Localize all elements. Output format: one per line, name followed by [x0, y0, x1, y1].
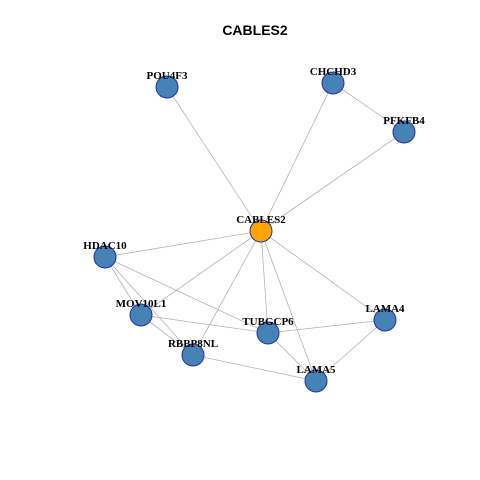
- node-circle-pou4f3[interactable]: [155, 75, 179, 99]
- edge-cables2-pou4f3: [166, 86, 262, 232]
- node-circle-chchd3[interactable]: [321, 71, 345, 95]
- node-lama5[interactable]: LAMA5: [296, 364, 336, 393]
- node-label-rbbp8nl: RBBP8NL: [168, 338, 218, 350]
- edge-rbbp8nl-lama5: [192, 354, 317, 382]
- node-label-pfkfb4: PFKFB4: [383, 115, 425, 127]
- edge-cables2-rbbp8nl: [192, 230, 262, 356]
- node-circle-mov10l1[interactable]: [129, 303, 153, 327]
- node-label-pou4f3: POU4F3: [147, 70, 188, 82]
- edge-mov10l1-tubgcp6: [140, 314, 269, 334]
- node-label-hdac10: HDAC10: [83, 240, 127, 252]
- node-cables2[interactable]: CABLES2: [236, 214, 286, 243]
- node-circle-tubgcp6[interactable]: [256, 321, 280, 345]
- node-mov10l1[interactable]: MOV10L1: [116, 298, 167, 327]
- edge-cables2-mov10l1: [140, 230, 262, 316]
- edge-cables2-pfkfb4: [260, 131, 405, 232]
- edge-cables2-chchd3: [260, 82, 334, 232]
- node-tubgcp6[interactable]: TUBGCP6: [242, 316, 294, 345]
- node-circle-pfkfb4[interactable]: [392, 120, 416, 144]
- edge-cables2-hdac10: [104, 230, 262, 258]
- node-pfkfb4[interactable]: PFKFB4: [383, 115, 425, 144]
- nodes-layer: CABLES2 POU4F3 CHCHD3PFKFB4HDAC10MOV10L1TU…: [83, 66, 425, 393]
- node-chchd3[interactable]: CHCHD3: [310, 66, 357, 95]
- edge-cables2-lama4: [260, 230, 386, 321]
- edge-hdac10-tubgcp6: [104, 256, 269, 334]
- node-label-lama4: LAMA4: [365, 303, 405, 315]
- edge-hdac10-rbbp8nl: [104, 256, 194, 356]
- node-label-lama5: LAMA5: [296, 364, 336, 376]
- node-circle-lama5[interactable]: [304, 369, 328, 393]
- node-label-tubgcp6: TUBGCP6: [242, 316, 294, 328]
- node-circle-cables2[interactable]: [249, 219, 273, 243]
- graph-title: CABLES2: [222, 22, 288, 38]
- node-pou4f3[interactable]: POU4F3: [147, 70, 188, 99]
- edge-cables2-lama5: [260, 230, 317, 382]
- edge-tubgcp6-lama4: [267, 319, 386, 334]
- edge-cables2-tubgcp6: [260, 230, 269, 334]
- node-circle-lama4[interactable]: [373, 308, 397, 332]
- node-hdac10[interactable]: HDAC10: [83, 240, 127, 269]
- node-rbbp8nl[interactable]: RBBP8NL: [168, 338, 218, 367]
- node-circle-hdac10[interactable]: [93, 245, 117, 269]
- edge-lama4-lama5: [315, 319, 386, 382]
- edge-chchd3-pfkfb4: [332, 82, 405, 133]
- node-lama4[interactable]: LAMA4: [365, 303, 405, 332]
- node-label-chchd3: CHCHD3: [310, 66, 357, 78]
- node-label-cables2: CABLES2: [236, 214, 286, 226]
- node-label-mov10l1: MOV10L1: [116, 298, 167, 310]
- node-circle-rbbp8nl[interactable]: [181, 343, 205, 367]
